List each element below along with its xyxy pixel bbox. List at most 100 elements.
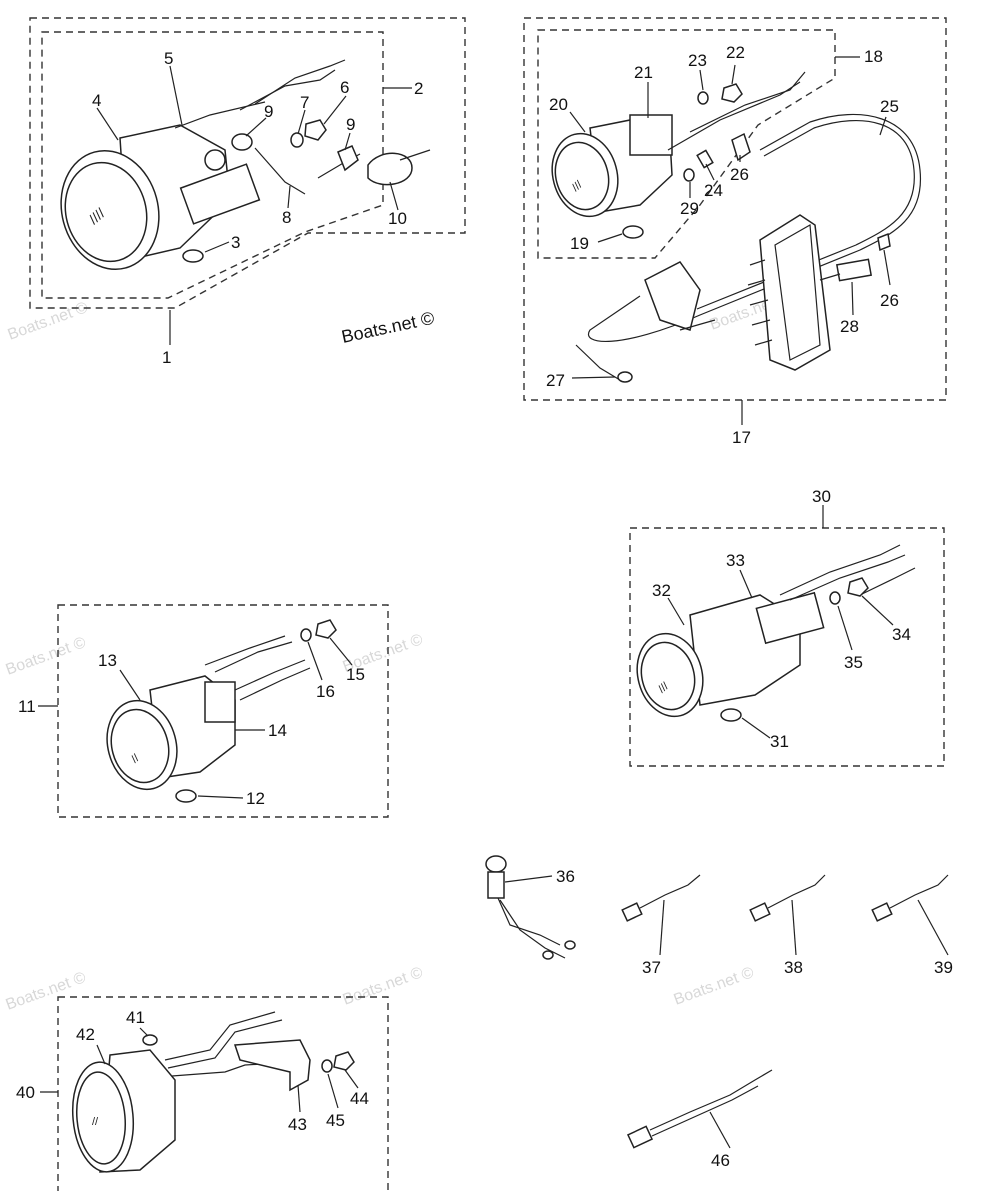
callout-labels: 1 2 3 4 5 6 7 8 9 9 10 11 12 13 14 15 16…: [16, 43, 953, 1170]
washer-45: [321, 1059, 333, 1073]
dashed-box-1: [29, 17, 466, 309]
callout-5: 5: [164, 49, 173, 68]
callout-41: 41: [126, 1008, 145, 1027]
gauge-20: ///: [551, 114, 673, 218]
bulb-12: [175, 789, 197, 803]
callout-45: 45: [326, 1111, 345, 1130]
wire: [234, 659, 306, 691]
callout-13: 13: [98, 651, 117, 670]
wire: [789, 554, 906, 601]
group-40-gauge-kit: //: [40, 996, 389, 1191]
dashed-box-40: [57, 996, 389, 1191]
callout-38: 38: [784, 958, 803, 977]
callout-46: 46: [711, 1151, 730, 1170]
svg-text://: //: [92, 1116, 99, 1128]
bracket-21: [629, 114, 673, 156]
cable-25-inner: [696, 119, 915, 310]
wire: [779, 544, 901, 596]
bulb-41: [142, 1034, 158, 1046]
callout-6: 6: [340, 78, 349, 97]
callout-31: 31: [770, 732, 789, 751]
nut-15: [315, 619, 337, 639]
washer-35: [829, 591, 841, 605]
callout-40: 40: [16, 1083, 35, 1102]
watermark: Boats.net ©: [6, 299, 91, 344]
callout-9b: 9: [346, 115, 355, 134]
terminal-27: [617, 371, 633, 383]
callout-33: 33: [726, 551, 745, 570]
callout-9a: 9: [264, 102, 273, 121]
callout-16: 16: [316, 682, 335, 701]
bulb-31: [720, 708, 742, 722]
callout-39: 39: [934, 958, 953, 977]
gauge-42: //: [71, 1049, 176, 1173]
harness-46: [626, 1069, 773, 1149]
gauge-13: //: [106, 675, 236, 791]
wire: [689, 71, 806, 133]
nut-44: [333, 1051, 355, 1071]
dashed-box-30: [629, 527, 945, 767]
callout-26b: 26: [880, 291, 899, 310]
washer-29: [683, 168, 695, 182]
plug-lead: [399, 149, 431, 161]
group-30-gauge-kit: ///: [629, 505, 945, 767]
callout-3: 3: [231, 233, 240, 252]
callout-10: 10: [388, 209, 407, 228]
gauge-4: ////: [60, 124, 261, 271]
callout-1: 1: [162, 348, 171, 367]
bulb-19: [622, 225, 644, 239]
plug-10: [367, 152, 413, 186]
dashed-box-11: [57, 604, 389, 818]
switch-36: [485, 855, 576, 960]
callout-35: 35: [844, 653, 863, 672]
group-1-tachometer-kit: ////: [29, 17, 466, 345]
harness-39: [871, 874, 949, 956]
wire: [254, 59, 346, 105]
callout-28: 28: [840, 317, 859, 336]
brand-label: Boats.net ©: [340, 308, 436, 347]
callout-11: 11: [18, 697, 36, 716]
callout-43: 43: [288, 1115, 307, 1134]
callout-22: 22: [726, 43, 745, 62]
washer-23: [697, 91, 709, 105]
nut-6: [304, 119, 327, 141]
callout-42: 42: [76, 1025, 95, 1044]
harness-38: [749, 874, 826, 956]
callout-19: 19: [570, 234, 589, 253]
cable-25: [587, 113, 922, 343]
group-17-gauge-kit: ///: [523, 17, 947, 425]
bracket-14: [204, 681, 236, 723]
callout-15: 15: [346, 665, 365, 684]
callout-32: 32: [652, 581, 671, 600]
callout-23: 23: [688, 51, 707, 70]
engine-block: [644, 214, 831, 371]
wire: [667, 81, 801, 151]
wire: [214, 641, 293, 673]
watermark: Boats.net ©: [4, 969, 89, 1014]
callout-34: 34: [892, 625, 911, 644]
wire: [239, 667, 311, 701]
nut-34: [847, 577, 869, 597]
wire: [167, 1019, 283, 1069]
watermark: Boats.net ©: [341, 964, 426, 1009]
wire: [164, 1011, 276, 1061]
callout-25: 25: [880, 97, 899, 116]
callout-18: 18: [864, 47, 883, 66]
bracket-9: [337, 145, 359, 172]
callout-37: 37: [642, 958, 661, 977]
callout-24: 24: [704, 181, 723, 200]
bulb-3: [182, 249, 204, 263]
callout-20: 20: [549, 95, 568, 114]
clip-26: [731, 132, 751, 162]
watermark: Boats.net ©: [4, 634, 89, 679]
cable-8: [254, 147, 306, 195]
callout-17: 17: [732, 428, 751, 447]
callout-12: 12: [246, 789, 265, 808]
callout-2: 2: [414, 79, 423, 98]
dashed-box-2: [41, 31, 384, 299]
washer-16: [300, 628, 312, 642]
bracket-33: [755, 591, 825, 645]
nut-22: [721, 83, 743, 103]
washer-7: [290, 132, 304, 148]
